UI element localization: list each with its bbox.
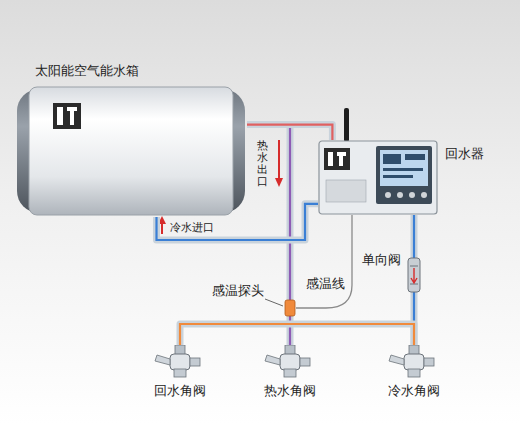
device-body: [318, 140, 438, 215]
flow-arrow: [278, 140, 280, 184]
water-pipe: [247, 125, 332, 140]
node-label: 太阳能空气能水箱: [35, 63, 139, 79]
water-pipe: [180, 324, 414, 345]
callout-label: 感温探头: [212, 283, 264, 299]
check-valve: [408, 258, 420, 292]
water-tank: 太阳能空气能水箱: [15, 85, 247, 217]
return-device: 回水器: [318, 140, 438, 215]
node-label: 热水角阀: [264, 383, 316, 399]
pipe-flow: [247, 125, 332, 140]
pipe-wall: [180, 324, 414, 345]
flow-arrow-head: [275, 178, 283, 187]
node-label: 回水角阀: [154, 383, 206, 399]
node-label: 冷水角阀: [388, 383, 440, 399]
water-pipe: [247, 125, 290, 345]
angle-valve: [145, 345, 215, 379]
antenna: [344, 108, 349, 142]
pipe-wall: [247, 125, 332, 140]
tank-body: [15, 85, 247, 217]
angle-valve-node: 回水角阀: [145, 345, 215, 379]
angle-valve: [255, 345, 325, 379]
pipe-wall: [247, 125, 290, 345]
pipe-flow: [247, 125, 290, 345]
callout-label: 感温线: [306, 276, 345, 292]
node-label: 回水器: [445, 146, 484, 162]
callout-label: 冷水进口: [170, 221, 214, 234]
callout-label: 热水出口: [257, 140, 268, 188]
angle-valve-node: 热水角阀: [255, 345, 325, 379]
leader-line: [265, 299, 283, 306]
pipe-flow: [180, 324, 414, 345]
angle-valve-node: 冷水角阀: [379, 345, 449, 379]
callout-label: 单向阀: [362, 252, 401, 268]
sensor-wire: [296, 215, 352, 308]
sensor-probe: [285, 300, 295, 316]
angle-valve: [379, 345, 449, 379]
